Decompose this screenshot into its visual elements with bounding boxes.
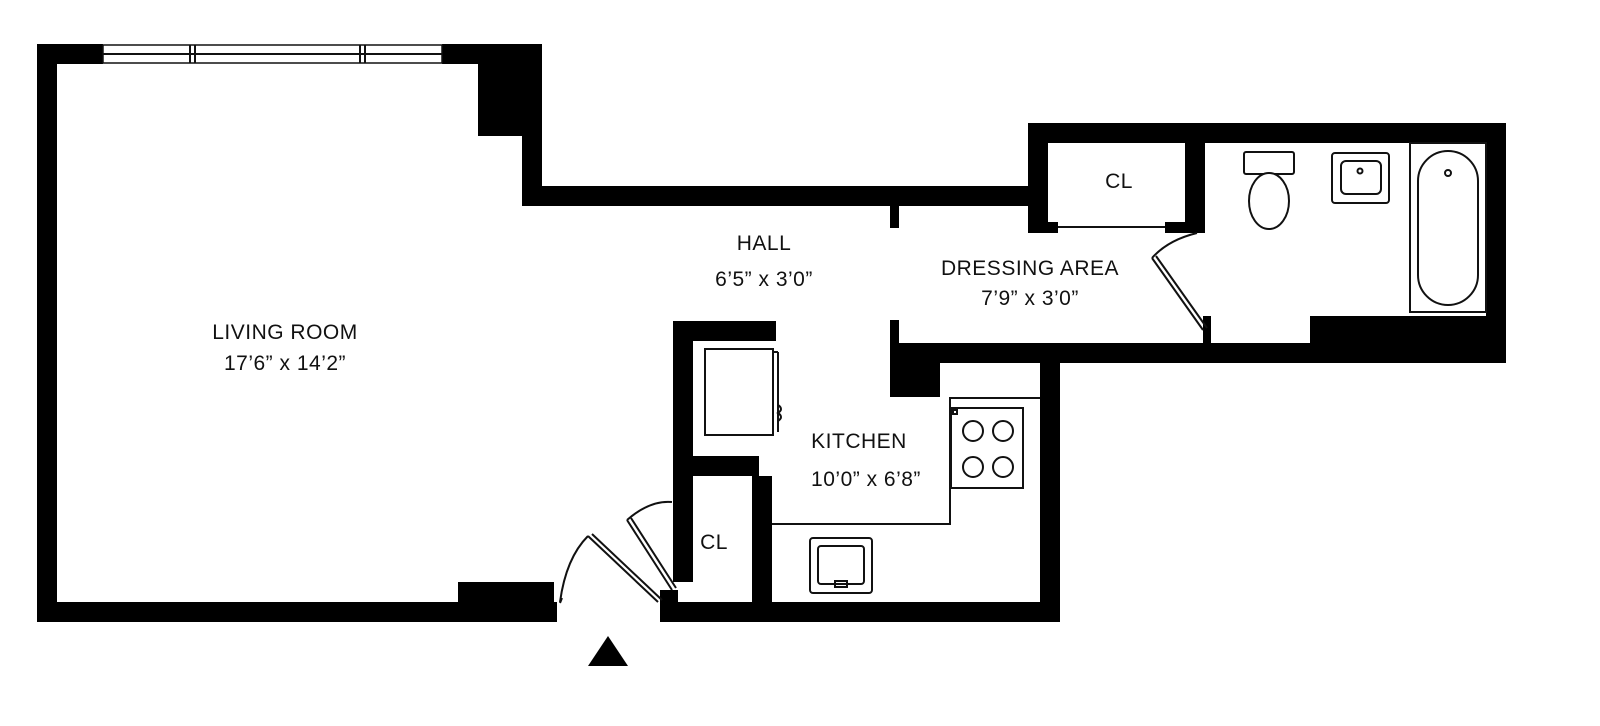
- entry-closet-label: CL: [700, 531, 728, 554]
- windows: [102, 44, 443, 64]
- walls: [37, 44, 1506, 622]
- entry-arrow-icon: [588, 636, 628, 666]
- bathroom-sink: [1331, 152, 1390, 204]
- bath-closet-label: CL: [1105, 170, 1133, 193]
- bath-door: [1151, 232, 1208, 331]
- refrigerator: [704, 348, 782, 436]
- closet-door-entry: [626, 500, 677, 591]
- dressing-area-name: DRESSING AREA: [941, 257, 1119, 280]
- hall-dims: 6’5” x 3’0”: [715, 268, 813, 291]
- entry-door: [559, 533, 663, 604]
- hall-name: HALL: [737, 232, 792, 255]
- living-room-name: LIVING ROOM: [212, 321, 358, 344]
- kitchen-dims: 10’0” x 6’8”: [811, 468, 921, 491]
- toilet: [1243, 151, 1295, 230]
- room-labels: LIVING ROOM 17’6” x 14’2” HALL 6’5” x 3’…: [212, 170, 1133, 554]
- stove: [950, 407, 1024, 489]
- kitchen-name: KITCHEN: [811, 430, 907, 453]
- dressing-area-dims: 7’9” x 3’0”: [981, 287, 1079, 310]
- living-room-dims: 17’6” x 14’2”: [224, 352, 346, 375]
- kitchen-sink: [809, 537, 873, 594]
- bathtub: [1409, 142, 1487, 313]
